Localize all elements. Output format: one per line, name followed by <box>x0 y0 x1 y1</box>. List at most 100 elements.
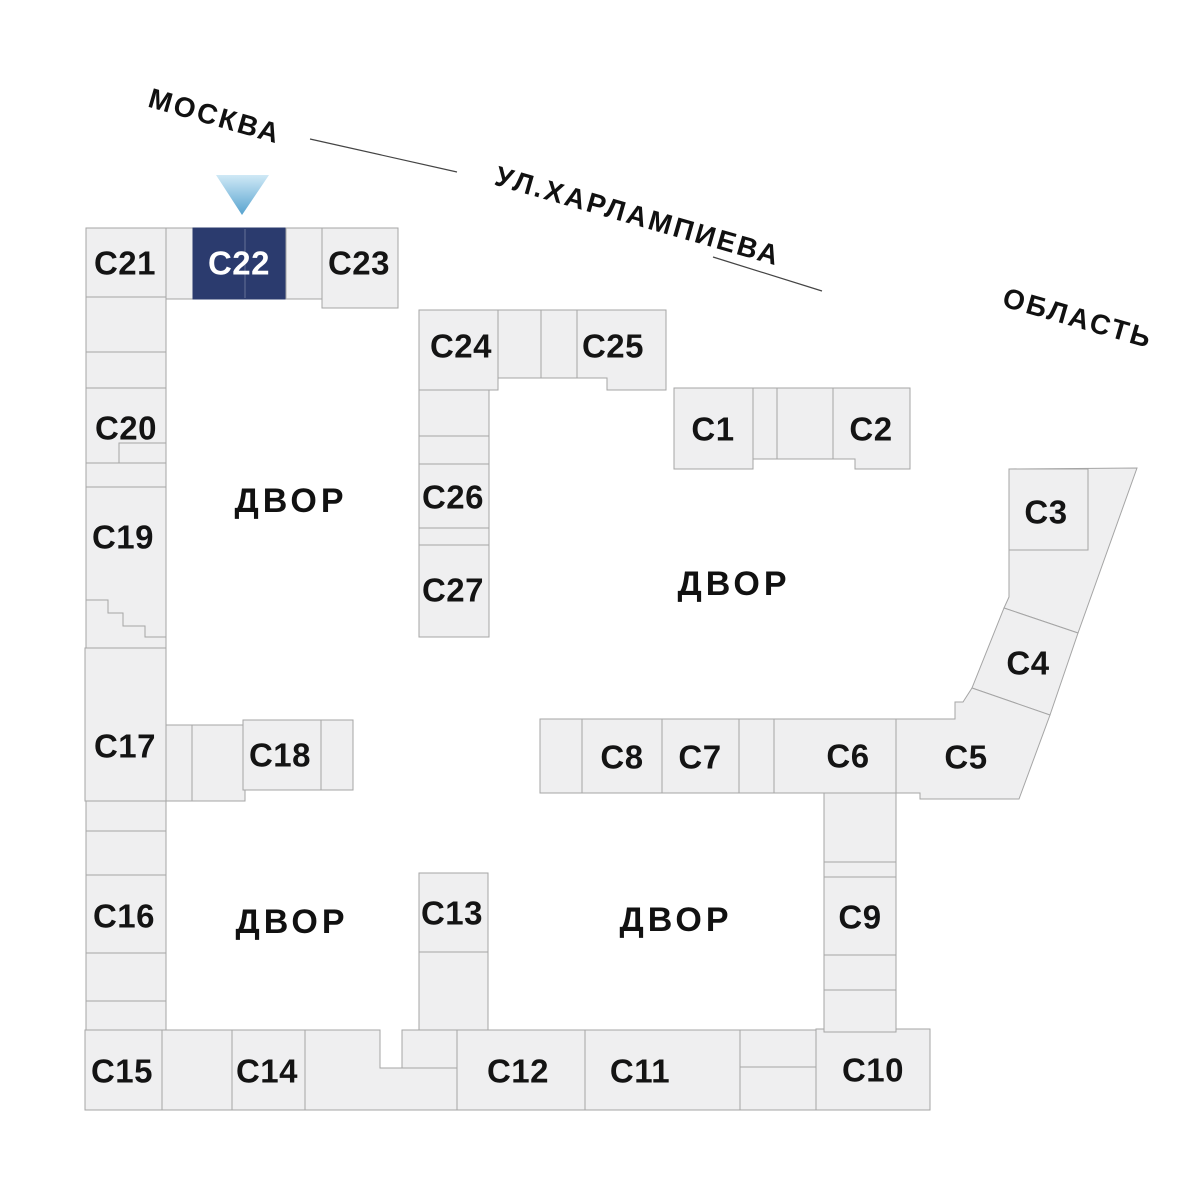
building-c24-shape[interactable] <box>418 309 499 391</box>
building-section <box>165 227 194 300</box>
building-c21[interactable]: C21 <box>85 227 167 298</box>
building-c8-shape[interactable] <box>581 718 663 794</box>
street-connector-line <box>712 256 823 292</box>
building-c21-shape[interactable] <box>85 227 167 298</box>
building-section <box>776 387 834 460</box>
building-c14-label[interactable]: C14 <box>236 1053 298 1090</box>
building-c18-section <box>320 719 354 791</box>
building-c7-shape[interactable] <box>661 718 740 794</box>
building-c23-label: C23 <box>328 245 390 282</box>
building-c22-shape[interactable] <box>192 227 287 300</box>
building-c26-label: C26 <box>422 479 484 516</box>
building-c21-label: C21 <box>94 245 156 282</box>
building-c2-shape[interactable] <box>832 387 911 470</box>
building-c20[interactable]: C20 <box>85 387 167 464</box>
building-c25-label: C25 <box>582 328 644 365</box>
building-c20-label: C20 <box>95 410 157 447</box>
building-c17-label: C17 <box>94 728 156 765</box>
building-c22-label: C22 <box>208 245 270 282</box>
building-c6[interactable]: C6 <box>773 718 897 794</box>
building-c23[interactable]: C23 <box>321 227 399 309</box>
building-c1[interactable]: C1 <box>673 387 754 470</box>
building-section <box>823 989 897 1033</box>
building-c16-label: C16 <box>93 898 155 935</box>
building-c6-shape[interactable] <box>773 718 897 794</box>
building-section <box>85 830 167 876</box>
building-c3-shape[interactable] <box>1008 468 1089 551</box>
building-section <box>85 462 167 488</box>
building-c25-shape[interactable] <box>576 309 667 391</box>
building-section <box>539 718 583 794</box>
building-c27-shape[interactable] <box>418 544 490 638</box>
building-c17[interactable]: C17 <box>84 647 246 802</box>
bottom-row: C15 C14 C12 C11 C10 <box>84 1028 931 1111</box>
courtyard-label: ДВОР <box>235 903 348 941</box>
selected-building-marker-icon <box>216 175 269 215</box>
building-c4-label: C4 <box>1006 645 1049 682</box>
building-section <box>540 309 578 379</box>
building-c15-label[interactable]: C15 <box>91 1053 153 1090</box>
building-c9-label: C9 <box>838 899 881 936</box>
building-c27-label: C27 <box>422 572 484 609</box>
building-c22-selected[interactable]: C22 <box>192 227 287 300</box>
building-section <box>418 527 490 546</box>
building-c8-label: C8 <box>600 739 643 776</box>
building-c13[interactable]: C13 <box>418 872 489 953</box>
building-c11-label[interactable]: C11 <box>610 1053 670 1090</box>
building-c2[interactable]: C2 <box>832 387 911 470</box>
building-c20-step-line <box>118 442 166 463</box>
building-section <box>285 227 323 300</box>
building-c16[interactable]: C16 <box>85 874 167 954</box>
building-c7[interactable]: C7 <box>661 718 740 794</box>
courtyard-label: ДВОР <box>234 482 347 520</box>
street-connector-line <box>309 138 458 173</box>
building-section <box>85 296 167 353</box>
building-c16-shape[interactable] <box>85 874 167 954</box>
building-section <box>752 387 778 460</box>
building-c1-label: C1 <box>691 411 734 448</box>
building-c3[interactable]: C3 <box>1008 468 1089 551</box>
building-c24[interactable]: C24 <box>418 309 499 391</box>
building-c26-shape[interactable] <box>418 463 490 529</box>
building-section <box>823 861 897 878</box>
building-c26[interactable]: C26 <box>418 463 490 529</box>
building-c12-label[interactable]: C12 <box>487 1053 549 1090</box>
building-section <box>85 952 167 1002</box>
courtyard-label: ДВОР <box>677 565 790 603</box>
building-c9[interactable]: C9 <box>823 876 897 956</box>
building-section <box>85 1000 167 1031</box>
building-c4[interactable]: C4 <box>971 607 1079 716</box>
building-section <box>85 351 167 389</box>
building-c9-shape[interactable] <box>823 876 897 956</box>
building-c13-label: C13 <box>421 895 483 932</box>
building-c18-shape[interactable] <box>242 719 322 791</box>
building-c25[interactable]: C25 <box>576 309 667 391</box>
building-c20-shape[interactable] <box>85 387 167 464</box>
building-c5-shape[interactable] <box>895 687 1051 800</box>
building-c27[interactable]: C27 <box>418 544 490 638</box>
building-section <box>738 718 775 794</box>
building-c18[interactable]: C18 <box>242 719 354 791</box>
building-c7-label: C7 <box>678 739 721 776</box>
building-c8[interactable]: C8 <box>581 718 663 794</box>
building-c23-shape[interactable] <box>321 227 399 309</box>
building-c5[interactable]: C5 <box>895 687 1051 800</box>
building-c6-label: C6 <box>826 738 869 775</box>
building-c24-label: C24 <box>430 328 492 365</box>
building-c18-label: C18 <box>249 737 311 774</box>
building-section <box>418 951 489 1031</box>
building-section <box>823 792 897 863</box>
building-c3-label: C3 <box>1024 494 1067 531</box>
building-c2-label: C2 <box>849 411 892 448</box>
building-c19-label: C19 <box>92 519 154 556</box>
building-c5-label: C5 <box>944 739 987 776</box>
courtyard-label: ДВОР <box>619 901 732 939</box>
building-c17-shape[interactable] <box>84 647 246 802</box>
building-section <box>497 309 542 379</box>
building-c10-label[interactable]: C10 <box>842 1052 904 1089</box>
building-section <box>418 435 490 465</box>
street-label-moscow: МОСКВА <box>145 82 285 149</box>
street-label-kharlampieva: УЛ.ХАРЛАМПИЕВА <box>492 160 785 271</box>
